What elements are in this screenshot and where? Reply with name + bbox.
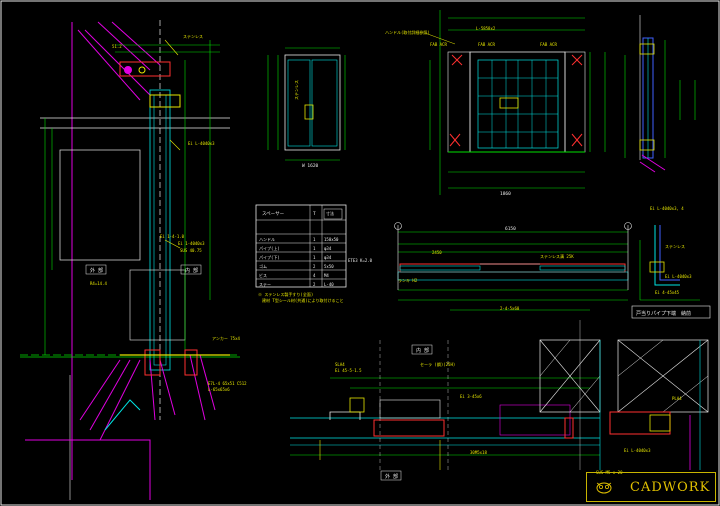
schedule-cell: M4 — [324, 273, 329, 278]
schedule-header-1: T — [313, 211, 316, 217]
svg-text:FAB ACR: FAB ACR — [430, 42, 447, 47]
svg-text:ステンレス溝 25K: ステンレス溝 25K — [540, 253, 574, 259]
note-line-2: 建材 T型シール材(共通)により取付けること — [262, 297, 344, 303]
schedule-cell: ビス — [259, 272, 267, 278]
schedule-cell: L-40 — [324, 282, 334, 287]
svg-text:ステンレス: ステンレス — [665, 243, 685, 249]
door-elevation: ステンレス — [267, 47, 346, 161]
dim-w1620: W 1620 — [302, 163, 319, 169]
label-exterior-b: 外 部 — [385, 473, 398, 480]
svg-text:L-5858x2: L-5858x2 — [476, 26, 496, 31]
front-elevation: ハンドル(取付詳細参照) FAB ACR FAB ACR FAB ACR L-5… — [385, 10, 606, 195]
schedule-side-note: ETE3 K=2.0 — [348, 258, 373, 263]
schedule-cell: 2 — [313, 282, 316, 287]
schedule-cell: ステー — [259, 281, 271, 287]
schedule-cell: パイプ(下) — [259, 254, 280, 260]
svg-text:L-65x65x6: L-65x65x6 — [208, 387, 230, 392]
owl-emblem-icon — [596, 482, 612, 494]
svg-text:FAB ACR: FAB ACR — [540, 42, 557, 47]
svg-text:SLA4: SLA4 — [335, 362, 345, 367]
schedule-cell: パイプ(上) — [259, 245, 280, 251]
lower-right-panels: PLA4 Ei L-4040x3 SUS M5 x 20 — [539, 320, 709, 475]
svg-text:Ei L-4040x3: Ei L-4040x3 — [624, 448, 651, 453]
svg-text:FAB ACR: FAB ACR — [478, 42, 495, 47]
svg-text:E7L-4 65x51 C512: E7L-4 65x51 C512 — [208, 381, 247, 386]
svg-text:Ei L-4040x3, 4: Ei L-4040x3, 4 — [650, 206, 684, 211]
label-interior-b: 内 部 — [416, 347, 429, 354]
svg-text:Ei L-4040x3: Ei L-4040x3 — [188, 141, 215, 146]
svg-text:Ei L-4040x3: Ei L-4040x3 — [665, 274, 692, 279]
schedule-cell: 1 — [313, 246, 316, 251]
schedule-cell: φ34 — [324, 246, 332, 251]
schedule-header-2: 寸法 — [326, 210, 334, 216]
schedule-header-0: スペーサー — [262, 211, 285, 217]
section-caption: 戸当りパイプ下端 納前 — [636, 310, 691, 317]
schedule-cell: 1 — [313, 255, 316, 260]
note-line-1: ※ ステンレス製手すり(全面) — [258, 291, 313, 297]
dim-1860: 1860 — [500, 191, 511, 197]
parts-schedule-table — [255, 204, 347, 288]
svg-text:51.2: 51.2 — [112, 44, 122, 49]
svg-text:Ei 1-4040x3: Ei 1-4040x3 — [178, 241, 205, 246]
cadwork-logo-box — [586, 472, 716, 502]
svg-text:Ei 45-5-1.5: Ei 45-5-1.5 — [335, 368, 362, 373]
svg-text:Ei 1-4-1.0: Ei 1-4-1.0 — [160, 234, 185, 239]
label-exterior-b-box — [380, 470, 402, 481]
svg-text:PLA4: PLA4 — [672, 396, 682, 401]
cadwork-logo-text: CADWORK — [630, 480, 711, 495]
svg-text:Ei 3-45x6: Ei 3-45x6 — [460, 394, 482, 399]
svg-text:2450: 2450 — [432, 250, 442, 255]
svg-text:R4=14.4: R4=14.4 — [90, 281, 107, 286]
section-caption-box — [631, 305, 711, 319]
horizontal-section-plan: 2450 ステンレス溝 25K ランキ H2 2-4-5x60 — [394, 222, 632, 311]
svg-text:2-4-5x60: 2-4-5x60 — [500, 306, 520, 311]
label-exterior-a: 外 部 — [90, 267, 103, 274]
schedule-cell: ゴム — [259, 263, 267, 269]
svg-text:ステンレス: ステンレス — [183, 33, 203, 39]
svg-text:30M5x18: 30M5x18 — [470, 450, 487, 455]
schedule-rows: ハンドル 1 150x50 パイプ(上) 1 φ34 パイプ(下) 1 φ34 ゴム 2 5x50 ビス… — [259, 237, 339, 287]
label-exterior-a-box — [85, 264, 107, 275]
label-interior-b-box — [411, 344, 433, 355]
lower-plan-detail: SLA4 Ei 45-5-1.5 セーラ (鋼)(25H) Ei 3-45x6 … — [290, 340, 600, 470]
svg-text:ステンレス: ステンレス — [293, 80, 299, 100]
svg-text:Ei 4-45x45: Ei 4-45x45 — [655, 290, 680, 295]
svg-text:アンカー 75x4: アンカー 75x4 — [212, 336, 240, 341]
dim-6150: 6150 — [505, 226, 516, 232]
svg-text:SUS 40.75: SUS 40.75 — [180, 248, 202, 253]
label-interior-a-box — [180, 264, 202, 275]
schedule-cell: φ34 — [324, 255, 332, 260]
svg-text:ハンドル(取付詳細参照): ハンドル(取付詳細参照) — [385, 29, 430, 35]
schedule-cell: ハンドル — [259, 237, 275, 242]
side-section-view — [624, 15, 696, 173]
schedule-cell: 2 — [313, 264, 316, 269]
schedule-cell: 150x50 — [324, 237, 339, 242]
svg-text:ランキ H2: ランキ H2 — [398, 277, 418, 283]
schedule-cell: 1 — [313, 237, 316, 242]
svg-text:セーラ (鋼)(25H): セーラ (鋼)(25H) — [420, 361, 455, 367]
label-interior-a: 内 部 — [185, 267, 198, 274]
vertical-section-detail: 51.2 ステンレス Ei L-4040x3 Ei 1-4040x3 SUS 4… — [20, 20, 247, 500]
schedule-cell: 4 — [313, 273, 316, 278]
schedule-cell: 5x50 — [324, 264, 334, 269]
corner-detail: Ei L-4040x3, 4 ステンレス Ei L-4040x3 Ei 4-45… — [639, 206, 700, 301]
